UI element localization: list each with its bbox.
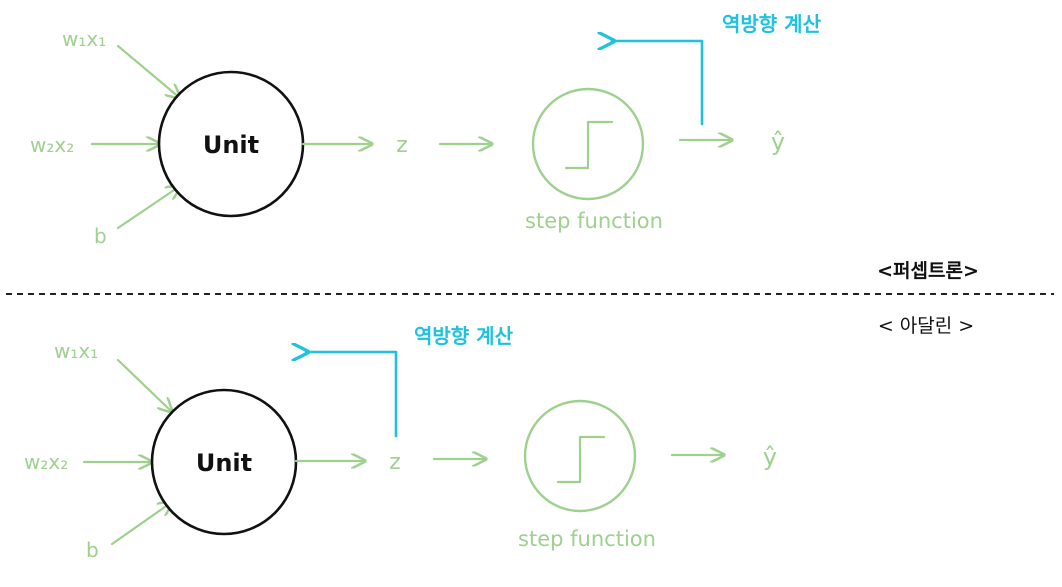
unit-label: Unit	[196, 449, 252, 477]
backprop-label: 역방향 계산	[414, 324, 514, 348]
input-bias-arrow	[116, 186, 180, 230]
input-w2x2-label: w₂x₂	[24, 450, 68, 474]
step-function-node	[523, 399, 637, 513]
input-w1x1-arrow	[116, 358, 172, 412]
input-w1x1-label: w₁x₁	[62, 27, 106, 51]
perceptron-diagram: w₁x₁ w₂x₂ b Unit z step function ŷ 역방향 계…	[30, 12, 979, 282]
z-label: z	[389, 450, 401, 475]
input-w2x2-label: w₂x₂	[30, 133, 74, 157]
step-function-node	[531, 87, 645, 201]
z-label: z	[396, 133, 408, 158]
step-function-label: step function	[525, 209, 663, 233]
adaline-title: < 아달린 >	[878, 315, 974, 337]
step-function-label: step function	[518, 527, 656, 551]
unit-label: Unit	[203, 131, 259, 159]
backprop-arrow	[306, 352, 398, 438]
input-w1x1-label: w₁x₁	[54, 339, 98, 363]
input-bias-label: b	[94, 224, 107, 248]
perceptron-title: <퍼셉트론>	[877, 260, 979, 282]
backprop-arrow	[612, 41, 704, 126]
step-function-icon	[564, 120, 614, 170]
backprop-label: 역방향 계산	[722, 12, 822, 36]
output-y-hat-label: ŷ	[763, 443, 777, 471]
input-bias-arrow	[110, 502, 172, 546]
step-function-icon	[556, 435, 606, 484]
adaline-diagram: < 아달린 > w₁x₁ w₂x₂ b Unit z step function…	[24, 315, 974, 562]
input-bias-label: b	[86, 538, 99, 562]
output-y-hat-label: ŷ	[771, 128, 785, 156]
input-w1x1-arrow	[116, 44, 180, 98]
